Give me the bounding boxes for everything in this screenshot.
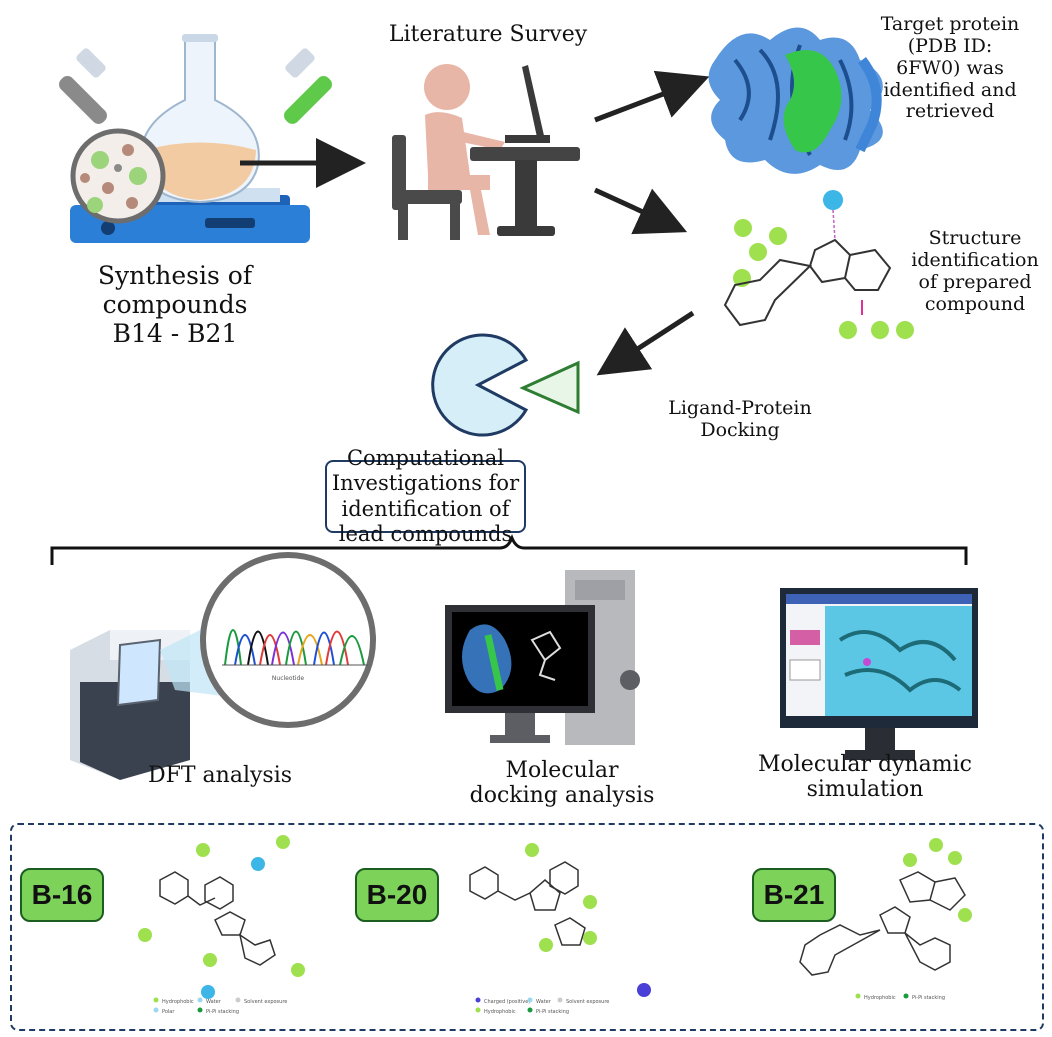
chromatogram-axis-label: Nucleotide [272,675,304,682]
target-protein-label: Target protein (PDB ID: 6FW0) was identi… [880,13,1020,123]
flask-illustration [59,34,332,243]
b20-legend: Charged (positive) Water Solvent exposur… [475,997,609,1015]
legend-item: Pi-Pi stacking [536,1009,569,1015]
b20-interaction-diagram [469,861,586,946]
b21-interaction-diagram [799,871,966,976]
legend-item: Water [206,999,222,1005]
compound-badge-b16: B-16 [20,868,104,922]
legend-item: Hydrophobic [162,999,194,1005]
arrow-to-target [594,70,710,123]
legend-item: Charged (positive) [484,999,530,1005]
protein-pacman-icon [431,333,529,437]
computational-investigations-box: Computational Investigations for identif… [325,446,526,546]
b21-residue-dots [903,838,972,922]
literature-survey-label: Literature Survey [388,22,588,47]
molecular-docking-label: Molecular docking analysis [469,758,655,809]
legend-item: Pi-Pi stacking [912,995,945,1001]
compounds-panel [10,823,1044,1031]
dft-analysis-label: DFT analysis [147,763,293,788]
arrow-to-docking [596,310,695,376]
person-at-computer-icon [392,64,580,240]
b16-interaction-diagram [159,871,276,966]
compound-badge-b21: B-21 [752,868,836,922]
legend-item: Solvent exposure [566,999,609,1005]
docking-computer-icon [445,570,640,745]
md-simulation-label: Molecular dynamic simulation [758,752,972,803]
ligand-triangle-icon [519,360,580,415]
legend-item: Hydrophobic [484,1009,516,1015]
curly-brace [50,533,968,565]
arrow-to-structure [593,187,688,235]
legend-item: Pi-Pi stacking [206,1009,239,1015]
structure-identification-label: Structure identification of prepared com… [911,227,1039,315]
legend-item: Hydrophobic [864,995,896,1001]
legend-item: Water [536,999,552,1005]
protein-structure-image [708,27,883,174]
chromatogram-peaks: Nucleotide [222,629,368,682]
ligand-interaction-diagram [723,190,914,339]
b16-legend: Hydrophobic Water Solvent exposure Polar… [153,997,287,1015]
compound-badge-b20: B-20 [355,868,439,922]
computational-investigations-label: Computational Investigations for identif… [331,446,520,546]
legend-item: Solvent exposure [244,999,287,1005]
b21-legend: Hydrophobic Pi-Pi stacking [855,993,945,1001]
dft-instrument-icon [70,552,376,780]
synthesis-label: Synthesis of compounds B14 - B21 [97,261,253,348]
md-simulation-monitor-icon [780,588,978,760]
b16-residue-dots [138,835,305,999]
b20-residue-dots [525,843,651,997]
ligand-protein-docking-label: Ligand-Protein Docking [668,397,812,441]
legend-item: Polar [162,1009,175,1015]
